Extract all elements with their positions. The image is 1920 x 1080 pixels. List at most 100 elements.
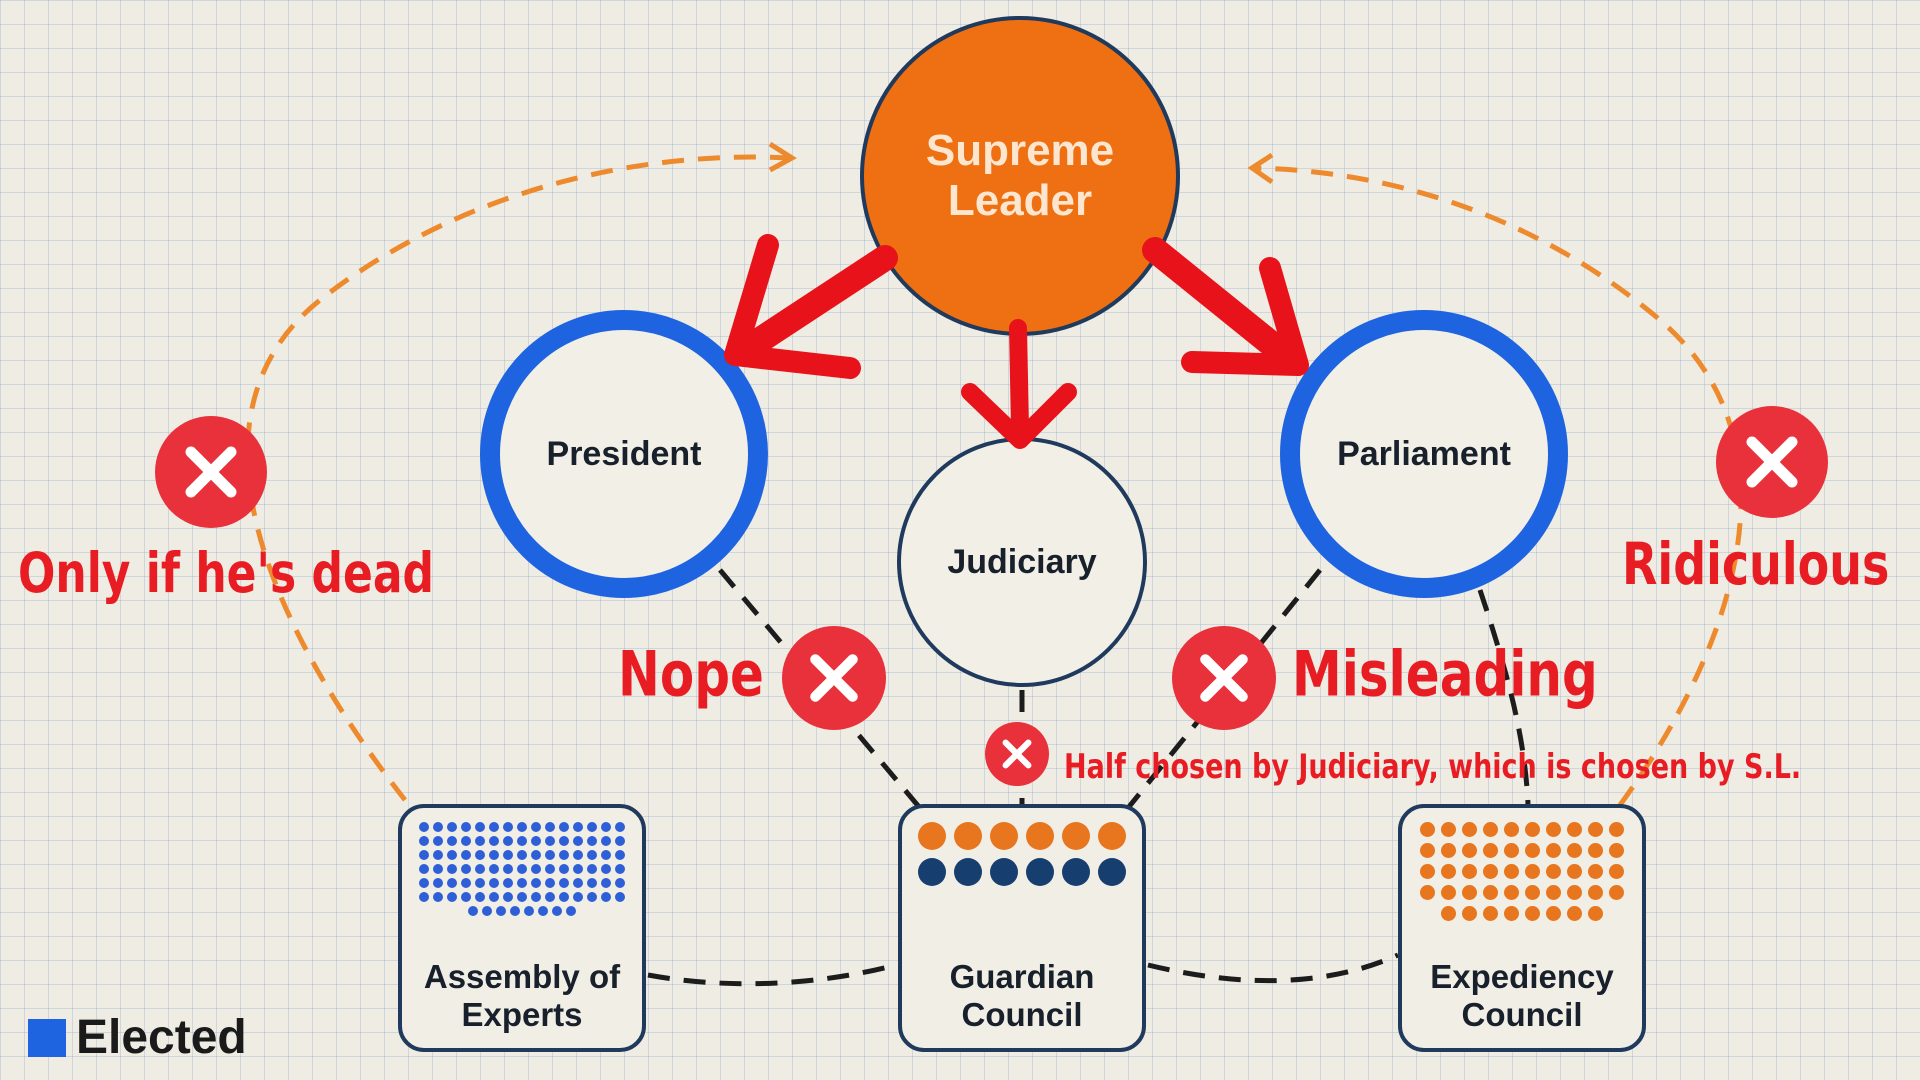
seat-dot <box>1483 822 1498 837</box>
seat-dot <box>615 864 625 874</box>
seat-dot <box>615 878 625 888</box>
seat-dot <box>1441 843 1456 858</box>
guardian-seat-dots <box>902 822 1142 886</box>
seat-dot-row <box>1420 885 1624 900</box>
seat-dot <box>447 850 457 860</box>
seat-dot <box>524 906 534 916</box>
seat-dot <box>1483 885 1498 900</box>
seat-dot <box>475 836 485 846</box>
seat-dot <box>1483 843 1498 858</box>
seat-dot <box>419 822 429 832</box>
seat-dot <box>503 892 513 902</box>
seat-dot <box>573 822 583 832</box>
judiciary-label: Judiciary <box>947 542 1097 581</box>
seat-dot-row <box>419 850 625 860</box>
assembly-of-experts-node: Assembly of Experts <box>398 804 646 1052</box>
seat-dot <box>1462 885 1477 900</box>
seat-dot <box>447 836 457 846</box>
red-arrow-icon <box>961 383 1077 449</box>
seat-dot <box>531 836 541 846</box>
seat-dot <box>1504 822 1519 837</box>
seat-dot <box>419 836 429 846</box>
seat-dot <box>1525 864 1540 879</box>
seat-dot <box>503 836 513 846</box>
seat-dot <box>545 850 555 860</box>
seat-dot <box>1504 843 1519 858</box>
seat-dot <box>496 906 506 916</box>
seat-dot <box>531 878 541 888</box>
president-label: President <box>546 434 702 473</box>
seat-dot-row <box>419 836 625 846</box>
assembly-guardian-line <box>647 962 897 987</box>
red-arrow-icon <box>1181 257 1309 376</box>
supreme-leader-label: Supreme Leader <box>925 126 1115 225</box>
seat-dot <box>1420 843 1435 858</box>
seat-dot <box>461 878 471 888</box>
x-mark-icon <box>985 722 1049 786</box>
annotation-only-if-dead: Only if he's dead <box>18 542 435 606</box>
parliament-expediency-line <box>1477 589 1531 805</box>
legend-label-elected: Elected <box>76 1011 247 1064</box>
seat-dot <box>433 822 443 832</box>
legend: Elected <box>28 1010 247 1065</box>
seat-dot <box>538 906 548 916</box>
seat-dot <box>587 892 597 902</box>
expediency-to-leader-curve <box>1251 165 1744 807</box>
seat-dot <box>587 836 597 846</box>
seat-dot <box>1609 864 1624 879</box>
seat-dot <box>545 836 555 846</box>
seat-dot <box>1609 885 1624 900</box>
legend-swatch-elected <box>28 1018 66 1057</box>
seat-dot <box>545 878 555 888</box>
seat-dot <box>419 864 429 874</box>
parliament-label: Parliament <box>1337 434 1511 473</box>
seat-dot <box>1062 822 1090 850</box>
seat-dot <box>503 850 513 860</box>
seat-dot-row <box>1420 843 1624 858</box>
seat-dot <box>1588 885 1603 900</box>
seat-dot <box>559 850 569 860</box>
seat-dot <box>601 822 611 832</box>
seat-dot <box>990 858 1018 886</box>
red-arrow-icon <box>732 245 898 363</box>
seat-dot <box>1026 822 1054 850</box>
x-mark-icon <box>1172 626 1276 730</box>
seat-dot-row <box>1441 906 1603 921</box>
seat-dot <box>615 892 625 902</box>
seat-dot <box>573 850 583 860</box>
seat-dot <box>419 878 429 888</box>
seat-dot-row <box>419 878 625 888</box>
seat-dot <box>559 892 569 902</box>
seat-dot <box>1546 843 1561 858</box>
expediency-council-node: Expediency Council <box>1398 804 1646 1052</box>
seat-dot <box>1483 864 1498 879</box>
seat-dot <box>601 892 611 902</box>
seat-dot <box>517 878 527 888</box>
seat-dot <box>503 864 513 874</box>
seat-dot <box>601 864 611 874</box>
seat-dot <box>489 878 499 888</box>
seat-dot <box>1609 822 1624 837</box>
seat-dot <box>601 878 611 888</box>
seat-dot <box>1483 906 1498 921</box>
seat-dot <box>461 892 471 902</box>
seat-dot <box>552 906 562 916</box>
seat-dot <box>447 892 457 902</box>
seat-dot <box>531 864 541 874</box>
seat-dot <box>587 864 597 874</box>
seat-dot <box>615 822 625 832</box>
seat-dot <box>531 892 541 902</box>
seat-dot <box>1441 864 1456 879</box>
red-arrow-icon <box>724 234 861 379</box>
seat-dot-row <box>918 822 1126 850</box>
annotation-misleading: Misleading <box>1292 638 1598 711</box>
seat-dot <box>517 864 527 874</box>
seat-dot <box>461 864 471 874</box>
seat-dot <box>1098 858 1126 886</box>
seat-dot <box>559 822 569 832</box>
seat-dot <box>461 850 471 860</box>
seat-dot <box>489 864 499 874</box>
seat-dot <box>1609 843 1624 858</box>
assembly-seat-dots <box>402 822 642 916</box>
